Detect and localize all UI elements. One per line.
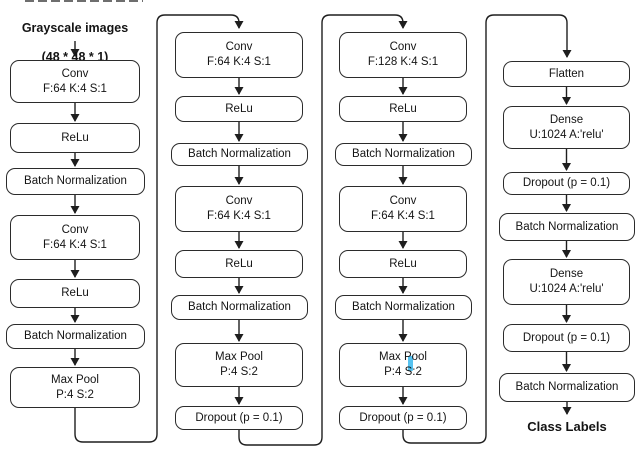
cropped-text-smudge <box>25 0 143 2</box>
node-batch-normalization: Batch Normalization <box>499 373 635 402</box>
node-relu: ReLu <box>339 250 467 278</box>
node-conv: Conv F:64 K:4 S:1 <box>10 60 140 103</box>
node-batch-normalization: Batch Normalization <box>499 213 635 241</box>
node-relu: ReLu <box>10 279 140 308</box>
node-conv: Conv F:128 K:4 S:1 <box>339 32 467 78</box>
text-cursor-artifact <box>408 356 413 371</box>
wrap-connector <box>238 14 408 446</box>
node-relu: ReLu <box>10 123 140 153</box>
node-relu: ReLu <box>175 96 303 122</box>
node-max-pool: Max Pool P:4 S:2 <box>175 343 303 387</box>
node-relu: ReLu <box>339 96 467 122</box>
node-flatten: Flatten <box>503 61 630 87</box>
node-conv: Conv F:64 K:4 S:1 <box>175 186 303 232</box>
node-conv: Conv F:64 K:4 S:1 <box>175 32 303 78</box>
node-dense: Dense U:1024 A:'relu' <box>503 106 630 149</box>
node-batch-normalization: Batch Normalization <box>6 324 145 349</box>
node-batch-normalization: Batch Normalization <box>171 295 308 320</box>
wrap-connector <box>402 14 572 444</box>
node-batch-normalization: Batch Normalization <box>335 143 472 166</box>
node-dropout: Dropout (p = 0.1) <box>503 172 630 195</box>
node-batch-normalization: Batch Normalization <box>335 295 472 320</box>
input-caption-title: Grayscale images <box>21 20 129 35</box>
output-caption: Class Labels <box>527 419 607 434</box>
node-dropout: Dropout (p = 0.1) <box>503 324 630 352</box>
node-dropout: Dropout (p = 0.1) <box>339 406 467 430</box>
node-batch-normalization: Batch Normalization <box>171 143 308 166</box>
node-dropout: Dropout (p = 0.1) <box>175 406 303 430</box>
wrap-connector <box>74 14 244 443</box>
node-conv: Conv F:64 K:4 S:1 <box>10 215 140 260</box>
node-conv: Conv F:64 K:4 S:1 <box>339 186 467 232</box>
node-relu: ReLu <box>175 250 303 278</box>
node-max-pool: Max Pool P:4 S:2 <box>339 343 467 387</box>
node-dense: Dense U:1024 A:'relu' <box>503 259 630 305</box>
node-batch-normalization: Batch Normalization <box>6 168 145 195</box>
node-max-pool: Max Pool P:4 S:2 <box>10 367 140 408</box>
